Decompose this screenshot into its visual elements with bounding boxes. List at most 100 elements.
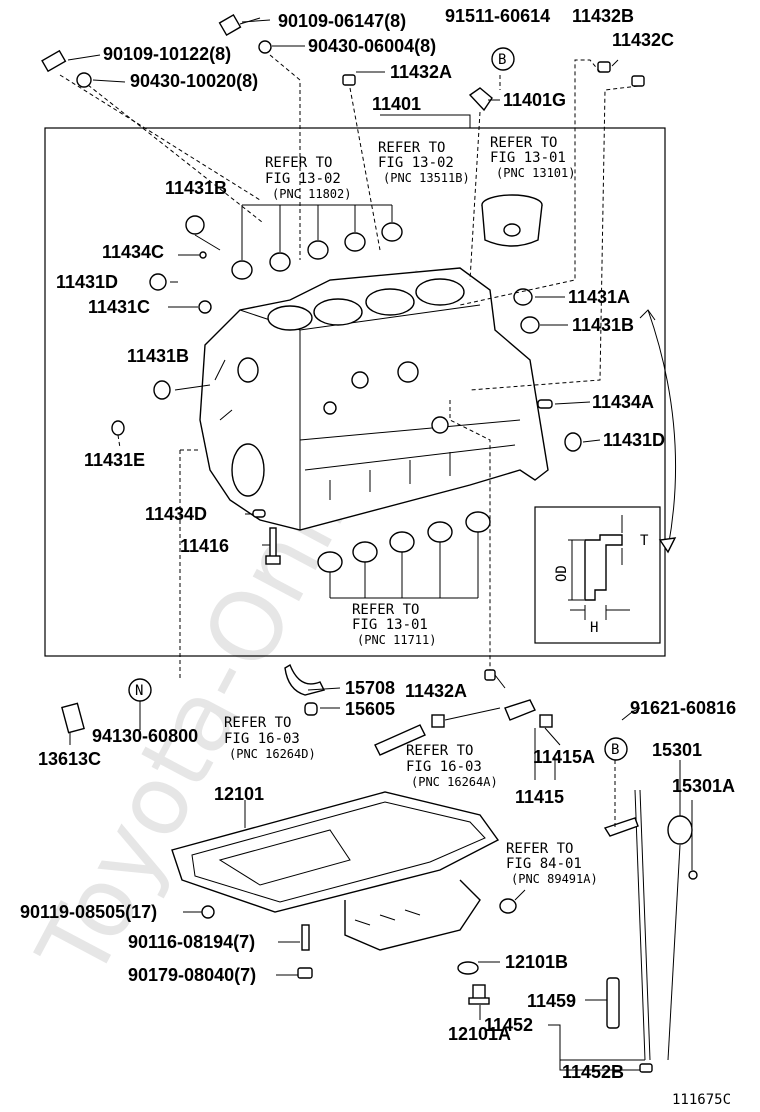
plug-11431B-c [153,380,171,400]
label-13613C: 13613C [38,749,101,769]
inset-arrow [647,309,676,549]
svg-text:REFER TO: REFER TO [265,155,332,171]
bolt-90109-10122 [41,49,67,73]
label-90430-06004: 90430-06004(8) [308,36,436,56]
label-94130-60800: 94130-60800 [92,726,198,746]
plug-11431C [198,300,212,314]
fitting-11401G [468,87,493,112]
gasket-12101B [457,961,479,975]
svg-text:(PNC 16264A): (PNC 16264A) [411,775,498,789]
label-11431B-b: 11431B [572,315,634,335]
plug-11431B-a [185,215,205,235]
union-11415 [431,699,553,728]
refer-note-1: REFER TO FIG 13-02 (PNC 11802) [265,155,351,201]
refer-note-6: REFER TO FIG 16-03 (PNC 16264A) [406,743,498,789]
inset-t-label: T [640,533,649,549]
svg-text:REFER TO: REFER TO [224,715,291,731]
label-90430-10020: 90430-10020(8) [130,71,258,91]
seal-89491A [499,898,517,914]
washer-90430-06004 [258,40,272,54]
label-11431C: 11431C [88,297,150,317]
refer-note-7: REFER TO FIG 84-01 (PNC 89491A) [506,841,598,886]
tube-11459 [606,977,620,1029]
label-15301A: 15301A [672,776,735,796]
label-12101: 12101 [214,784,264,804]
stud-90116-08194 [301,924,310,951]
label-11431A: 11431A [568,287,630,307]
block-group-frame [44,127,666,657]
plug-11431B-b [520,316,540,334]
strainer-15708 [284,663,326,696]
washer-90430-10020 [76,72,92,88]
inset-od-label: OD [554,565,570,582]
label-90109-06147: 90109-06147(8) [278,11,406,31]
oring-15301A [688,870,698,880]
label-91621-60816: 91621-60816 [630,698,736,718]
gasket-15605 [304,702,318,716]
bearing-set-upper [231,204,403,280]
label-11431D-b: 11431D [603,430,665,450]
refer-note-5: REFER TO FIG 16-03 (PNC 16264D) [224,715,316,761]
label-11434D: 11434D [145,504,207,524]
label-11415A: 11415A [533,747,595,767]
label-11431B-c: 11431B [127,346,189,366]
dipstick-15301 [667,815,693,1061]
label-11401: 11401 [372,94,421,114]
svg-text:REFER TO: REFER TO [490,135,557,151]
pin-94130-60800 [61,702,85,734]
label-11431B-a: 11431B [165,178,227,198]
label-11459: 11459 [527,991,576,1011]
svg-text:REFER TO: REFER TO [506,841,573,857]
label-11452B: 11452B [562,1062,624,1082]
svg-text:(PNC 16264D): (PNC 16264D) [229,747,316,761]
inset-detail: OD T H [534,506,661,644]
label-12101A: 12101A [448,1024,511,1044]
label-11432C: 11432C [612,30,674,50]
svg-text:B: B [498,52,506,68]
plug-11432C [631,75,645,87]
clip-11452B [639,1063,653,1073]
plug-11431D-b [564,432,582,452]
label-11431E: 11431E [84,450,145,470]
svg-text:FIG 16-03: FIG 16-03 [406,759,482,775]
cylinder-block [199,267,549,531]
svg-text:B: B [611,742,619,758]
bolt-90119-08505 [201,905,215,919]
dipstick-guide-11452 [603,789,651,1061]
plug-11432B-top [597,61,611,73]
pin-11434A [537,399,553,409]
svg-text:FIG 13-02: FIG 13-02 [265,171,341,187]
label-15301: 15301 [652,740,702,760]
svg-text:(PNC 11802): (PNC 11802) [272,187,351,201]
piston-icon [481,194,543,247]
svg-text:FIG 84-01: FIG 84-01 [506,856,582,872]
inset-h-label: H [590,620,598,636]
oil-pan-12101 [171,791,500,951]
svg-text:(PNC 11711): (PNC 11711) [357,633,436,647]
label-11434A: 11434A [592,392,654,412]
svg-text:FIG 13-01: FIG 13-01 [490,150,566,166]
callout-B-low: B [604,737,628,761]
label-11431D-a: 11431D [56,272,118,292]
callout-N: N [128,678,152,702]
svg-text:REFER TO: REFER TO [352,602,419,618]
label-11416: 11416 [180,536,229,556]
pin-11434C [199,251,207,259]
refer-note-2: REFER TO FIG 13-02 (PNC 13511B) [378,140,470,185]
label-11452: 11452 [484,1015,533,1035]
svg-text:(PNC 89491A): (PNC 89491A) [511,872,598,886]
label-11434C: 11434C [102,242,164,262]
svg-text:REFER TO: REFER TO [378,140,445,156]
svg-text:FIG 13-01: FIG 13-01 [352,617,428,633]
label-11432A-low: 11432A [405,681,467,701]
refer-note-3: REFER TO FIG 13-01 (PNC 13101) [490,135,575,180]
label-90179-08040: 90179-08040(7) [128,965,256,985]
svg-text:FIG 13-02: FIG 13-02 [378,155,454,171]
label-12101B: 12101B [505,952,568,972]
label-90116-08194: 90116-08194(7) [128,932,255,952]
svg-text:(PNC 13511B): (PNC 13511B) [383,171,470,185]
nut-90179-08040 [297,967,313,979]
bearing-set-lower [317,511,491,599]
label-11432A-top: 11432A [390,62,452,82]
